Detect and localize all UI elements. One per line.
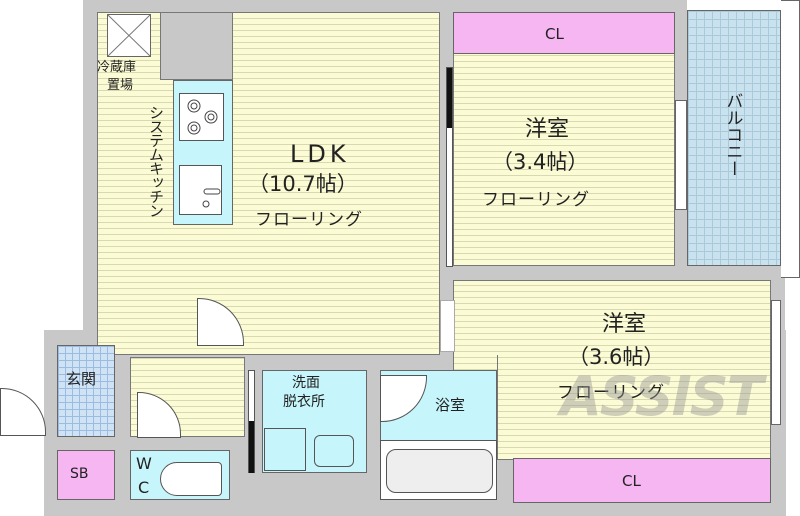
entrance bbox=[57, 345, 115, 437]
room1-door[interactable] bbox=[446, 67, 453, 267]
washroom-label-1: 洗面 bbox=[292, 375, 320, 391]
kitchen-wall-block bbox=[160, 12, 233, 80]
wc-label-2: C bbox=[138, 478, 150, 497]
shoe-box bbox=[57, 450, 115, 500]
room2-lower bbox=[497, 355, 771, 460]
room1-size: （3.4帖） bbox=[492, 150, 589, 174]
room1-window bbox=[675, 100, 687, 210]
washbasin-icon bbox=[314, 435, 354, 467]
ldk-floor: フローリング bbox=[255, 210, 363, 230]
ldk-room bbox=[97, 12, 440, 355]
washroom-label-2: 脱衣所 bbox=[283, 394, 325, 410]
room1-name: 洋室 bbox=[525, 117, 570, 142]
room2-size: （3.6帖） bbox=[568, 345, 665, 369]
room2-name: 洋室 bbox=[602, 312, 647, 337]
ldk-name: LDK bbox=[290, 140, 350, 168]
kitchen-label: システムキッチン bbox=[147, 105, 165, 217]
room2-window bbox=[771, 300, 781, 425]
sink-icon bbox=[179, 165, 222, 215]
room1-closet bbox=[453, 12, 675, 54]
entrance-label: 玄関 bbox=[66, 370, 97, 388]
bathtub-icon bbox=[380, 440, 497, 500]
balcony-rail bbox=[781, 0, 800, 278]
room1-floor: フローリング bbox=[482, 190, 590, 210]
stove-icon bbox=[179, 93, 224, 141]
washing-machine-icon bbox=[264, 428, 306, 471]
room1-closet-label: CL bbox=[545, 25, 564, 43]
balcony-label: バルコニー bbox=[722, 92, 743, 177]
fridge-label-1: 冷蔵庫 bbox=[97, 60, 137, 75]
washroom-door[interactable] bbox=[248, 370, 255, 473]
room2-closet-label: CL bbox=[622, 472, 641, 490]
wc-label-1: W bbox=[136, 454, 152, 473]
bathroom-label: 浴室 bbox=[435, 396, 466, 414]
fridge-label-2: 置場 bbox=[107, 78, 134, 93]
room2-closet bbox=[513, 458, 771, 503]
balcony bbox=[687, 10, 781, 266]
toilet-icon bbox=[160, 462, 222, 496]
assist-logo: ASSIST bbox=[560, 365, 763, 428]
room2-floor: フローリング bbox=[557, 383, 665, 403]
ldk-size: （10.7帖） bbox=[248, 172, 358, 196]
front-door[interactable] bbox=[0, 388, 46, 436]
fridge-space-icon bbox=[107, 14, 151, 57]
room2-door[interactable] bbox=[440, 300, 455, 352]
room1 bbox=[453, 12, 675, 266]
shoe-box-label: SB bbox=[70, 466, 89, 482]
